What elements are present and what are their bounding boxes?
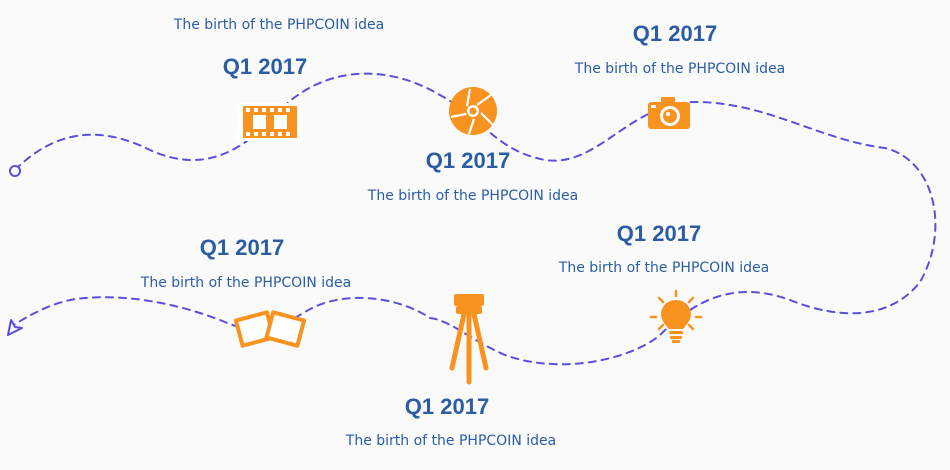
milestone-1-description: The birth of the PHPCOIN idea [173,17,385,33]
milestone-5-description: The birth of the PHPCOIN idea [345,433,557,449]
milestone-3-date: Q1 2017 [632,21,718,46]
start-marker [9,165,21,177]
photos-icon [233,310,307,348]
milestone-4-date: Q1 2017 [616,221,702,246]
milestone-3-description: The birth of the PHPCOIN idea [574,61,786,77]
light-bulb-icon [649,289,703,343]
milestone-1-date: Q1 2017 [222,54,308,79]
milestone-2-description: The birth of the PHPCOIN idea [367,188,579,204]
milestone-6-date: Q1 2017 [199,235,285,260]
milestone-5-date: Q1 2017 [404,394,490,419]
milestone-6-description: The birth of the PHPCOIN idea [140,275,352,291]
tripod-icon [449,294,489,385]
milestone-2-date: Q1 2017 [425,148,511,173]
film-strip-icon [237,103,303,141]
milestone-4-description: The birth of the PHPCOIN idea [558,260,770,276]
end-arrow-icon [7,319,23,336]
photo-camera-icon [648,97,690,129]
camera-aperture-icon [449,87,497,135]
